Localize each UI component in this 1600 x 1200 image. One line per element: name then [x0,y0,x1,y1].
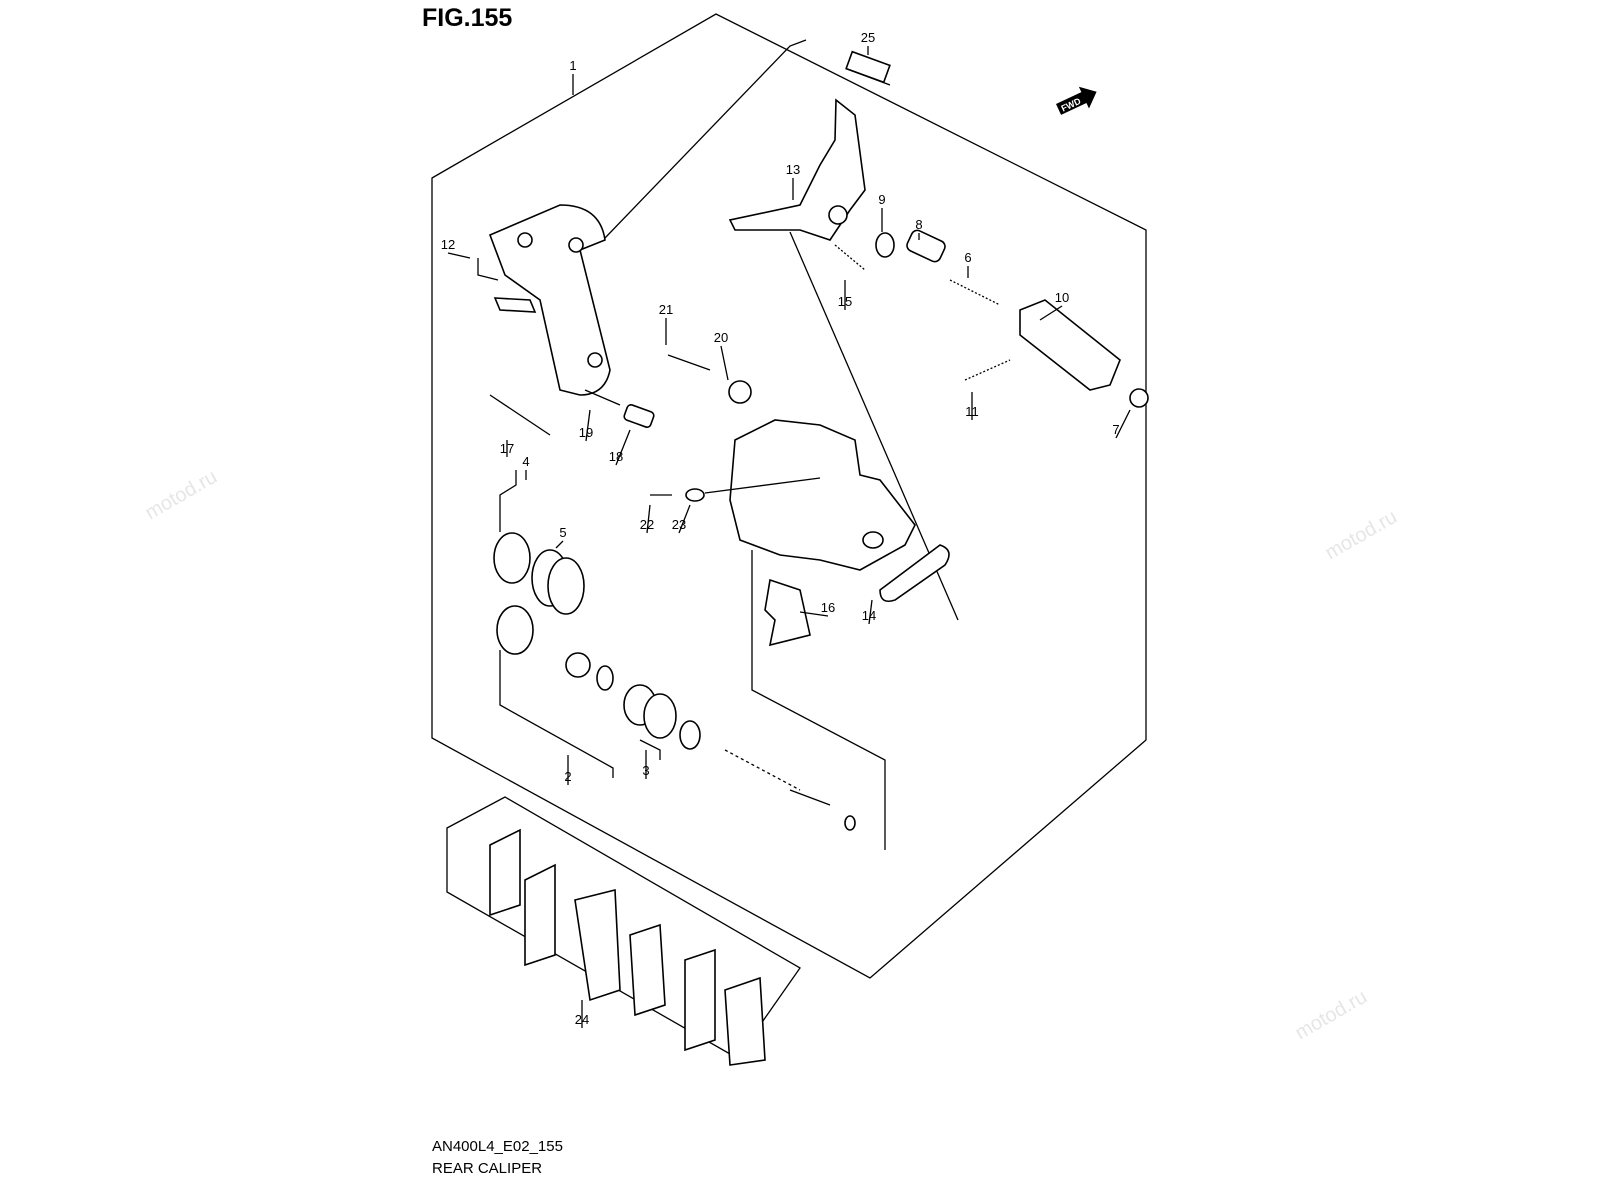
piston-2 [496,605,534,655]
figure-title: FIG.155 [422,4,513,32]
assembly-outline [431,13,1147,979]
bleeder-cap [685,488,705,502]
watermark-text: motod.ru [1322,506,1401,565]
watermark-text: motod.ru [142,466,221,525]
callout-20: 20 [714,330,728,345]
callout-leader [615,429,631,466]
callout-22: 22 [640,517,654,532]
callout-8: 8 [915,217,922,232]
spring-2 [565,652,591,678]
cylinder [1019,299,1121,391]
leader-2 [499,650,614,778]
caliper-body [729,419,916,571]
callout-19: 19 [579,425,593,440]
dust-seal [547,557,585,615]
o-ring [875,232,895,258]
leader-12 [477,258,499,281]
leader-4 [499,470,517,532]
callout-1: 1 [569,58,576,73]
watermark-text: motod.ru [1292,986,1371,1045]
callout-6: 6 [964,250,971,265]
callout-leader [868,599,873,625]
adjuster-spring [949,279,1001,306]
fwd-arrow-badge: FWD [1056,86,1097,115]
callout-leader [1039,305,1063,321]
callout-leader [1115,409,1131,439]
piston [493,532,531,584]
caliper-bracket [488,204,611,396]
lever-hole [828,205,848,225]
callout-16: 16 [821,600,835,615]
bracket-hole [587,352,603,368]
leader [704,477,821,494]
callout-18: 18 [609,449,623,464]
subassembly-outline-3 [751,550,886,850]
callout-leader [555,540,564,549]
washer [844,815,856,831]
callout-leader [720,345,729,381]
ring-2 [596,665,614,691]
callout-24: 24 [575,1012,589,1027]
bolt [845,50,891,86]
callout-3: 3 [642,763,649,778]
callout-25: 25 [861,30,875,45]
nut [1129,388,1149,408]
callout-leader [585,409,591,442]
caliper-hole [862,531,884,549]
callout-14: 14 [862,608,876,623]
watermark-layer: motod.ru motod.ru motod.ru [142,466,1401,1045]
pads-outline [446,796,801,1059]
pin-bolt [667,354,711,371]
gasket [879,544,950,603]
callout-leader [799,611,829,617]
lever-bolt [834,244,866,271]
callout-12: 12 [441,237,455,252]
callout-leader [646,504,651,534]
bracket-clip [493,297,537,313]
callout-leader [447,252,471,259]
adjuster-shaft [724,749,801,791]
leader-3 [639,739,661,760]
callout-5: 5 [559,525,566,540]
adjuster-bolt [789,789,831,806]
return-spring [964,359,1011,381]
bracket-hole [568,237,584,253]
callout-13: 13 [786,162,800,177]
callout-15: 15 [838,294,852,309]
brake-pads [489,828,766,1066]
callout-10: 10 [1055,290,1069,305]
callout-7: 7 [1112,422,1119,437]
callout-leader [678,504,691,534]
diagram-name: REAR CALIPER [432,1160,543,1177]
callout-11: 11 [965,404,979,419]
callout-23: 23 [672,517,686,532]
slide-pin-2 [623,404,655,428]
callout-21: 21 [659,302,673,317]
subassembly-outline [604,39,807,239]
callout-9: 9 [878,192,885,207]
callout-2: 2 [564,769,571,784]
pad-spring [764,578,811,647]
callout-17: 17 [500,441,514,456]
adjuster [906,229,946,263]
slide-pin [584,389,621,406]
bracket-hole [517,232,533,248]
pad-pin [489,394,551,436]
seal-3b [643,693,677,739]
diagram-code: AN400L4_E02_155 [432,1138,563,1155]
parking-lever [728,98,866,241]
callout-4: 4 [522,454,529,469]
bushing [728,380,752,404]
circlip [679,720,701,750]
